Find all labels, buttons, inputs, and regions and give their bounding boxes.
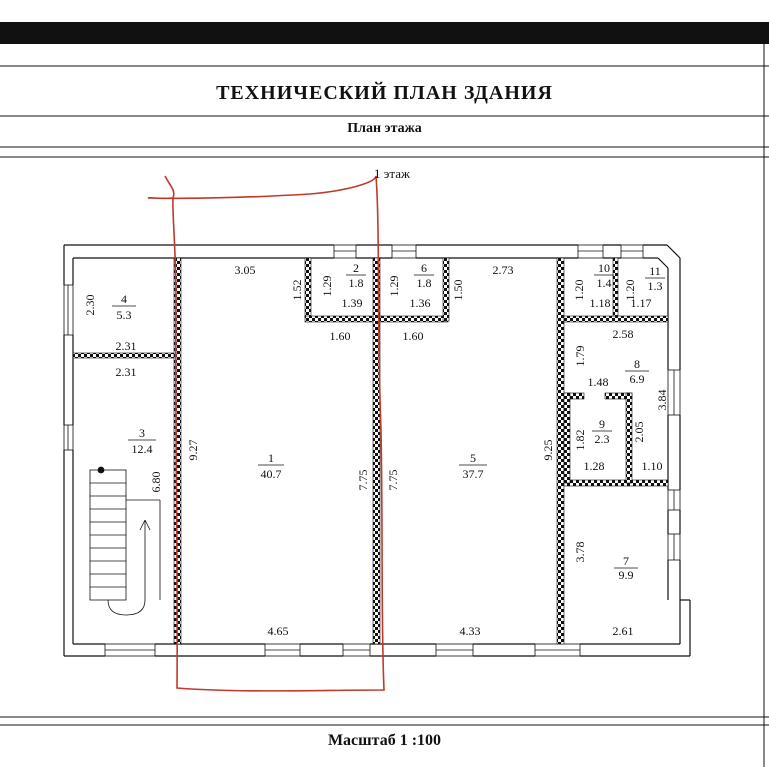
room-6-area: 1.8 (417, 276, 432, 290)
room-7-area: 9.9 (619, 568, 634, 582)
dimension-label: 1.52 (290, 280, 304, 301)
room-5-number: 5 (470, 451, 476, 465)
hand-drawn-outline (147, 175, 385, 692)
dimension-label: 1.10 (642, 459, 663, 473)
room-2-number: 2 (353, 261, 359, 275)
windows (63, 244, 681, 657)
room-8-number: 8 (634, 357, 640, 371)
sheet-frame (0, 44, 769, 767)
room-5-area: 37.7 (463, 467, 484, 481)
scale-label: Масштаб 1 :100 (327, 732, 442, 749)
room-11-area: 1.3 (648, 279, 663, 293)
dimension-label: 3.05 (235, 263, 256, 277)
room-labels: 1 40.7 2 1.8 3 12.4 4 5.3 5 37.7 6 1.8 7… (112, 261, 665, 582)
dimension-label: 9.25 (541, 440, 555, 461)
floor-label: 1 этаж (374, 166, 411, 181)
dimension-label: 3.78 (573, 542, 587, 563)
room-4-number: 4 (121, 292, 127, 306)
room-8-area: 6.9 (630, 372, 645, 386)
dimension-label: 2.73 (493, 263, 514, 277)
dimension-label: 2.58 (613, 327, 634, 341)
dimension-label: 1.29 (320, 276, 334, 297)
dimension-label: 2.61 (613, 624, 634, 638)
dimension-label: 1.28 (584, 459, 605, 473)
page-title: ТЕХНИЧЕСКИЙ ПЛАН ЗДАНИЯ (216, 82, 553, 104)
dimension-label: 4.65 (268, 624, 289, 638)
dimension-label: 2.30 (83, 295, 97, 316)
room-6-number: 6 (421, 261, 427, 275)
dimension-label: 1.36 (410, 296, 431, 310)
dimension-label: 1.48 (588, 375, 609, 389)
dimension-label: 1.82 (573, 430, 587, 451)
room-10-area: 1.4 (597, 276, 612, 290)
page-subtitle: План этажа (347, 121, 422, 136)
dimension-label: 1.79 (573, 346, 587, 367)
room-11-number: 11 (649, 264, 661, 278)
dimension-label: 1.60 (330, 329, 351, 343)
room-7-number: 7 (623, 554, 629, 568)
room-3-number: 3 (139, 426, 145, 440)
dimension-label: 1.39 (342, 296, 363, 310)
dimension-label: 7.75 (356, 470, 370, 491)
room-3-area: 12.4 (132, 442, 153, 456)
dimension-label: 1.20 (572, 280, 586, 301)
dimension-label: 1.20 (623, 280, 637, 301)
dimension-label: 1.60 (403, 329, 424, 343)
dimension-label: 2.31 (116, 365, 137, 379)
room-4-area: 5.3 (117, 308, 132, 322)
room-9-area: 2.3 (595, 432, 610, 446)
staircase (89, 466, 161, 616)
dimension-label: 7.75 (386, 470, 400, 491)
dimension-label: 6.80 (149, 472, 163, 493)
dimension-label: 3.84 (655, 390, 669, 411)
room-9-number: 9 (599, 417, 605, 431)
dimension-label: 2.31 (116, 339, 137, 353)
dimension-label: 2.05 (632, 422, 646, 443)
dimension-label: 1.50 (451, 280, 465, 301)
partition-walls (72, 257, 669, 645)
room-2-area: 1.8 (349, 276, 364, 290)
dimension-label: 1.18 (590, 296, 611, 310)
room-1-area: 40.7 (261, 467, 282, 481)
top-bar (0, 22, 769, 44)
dimension-label: 9.27 (186, 440, 200, 461)
dimension-label: 1.17 (631, 296, 652, 310)
dimension-label: 1.29 (387, 276, 401, 297)
dimension-label: 4.33 (460, 624, 481, 638)
dimension-labels: 3.05 2.73 1.39 1.36 1.60 1.60 2.31 2.31 … (83, 263, 669, 638)
room-1-number: 1 (268, 451, 274, 465)
room-10-number: 10 (598, 261, 610, 275)
